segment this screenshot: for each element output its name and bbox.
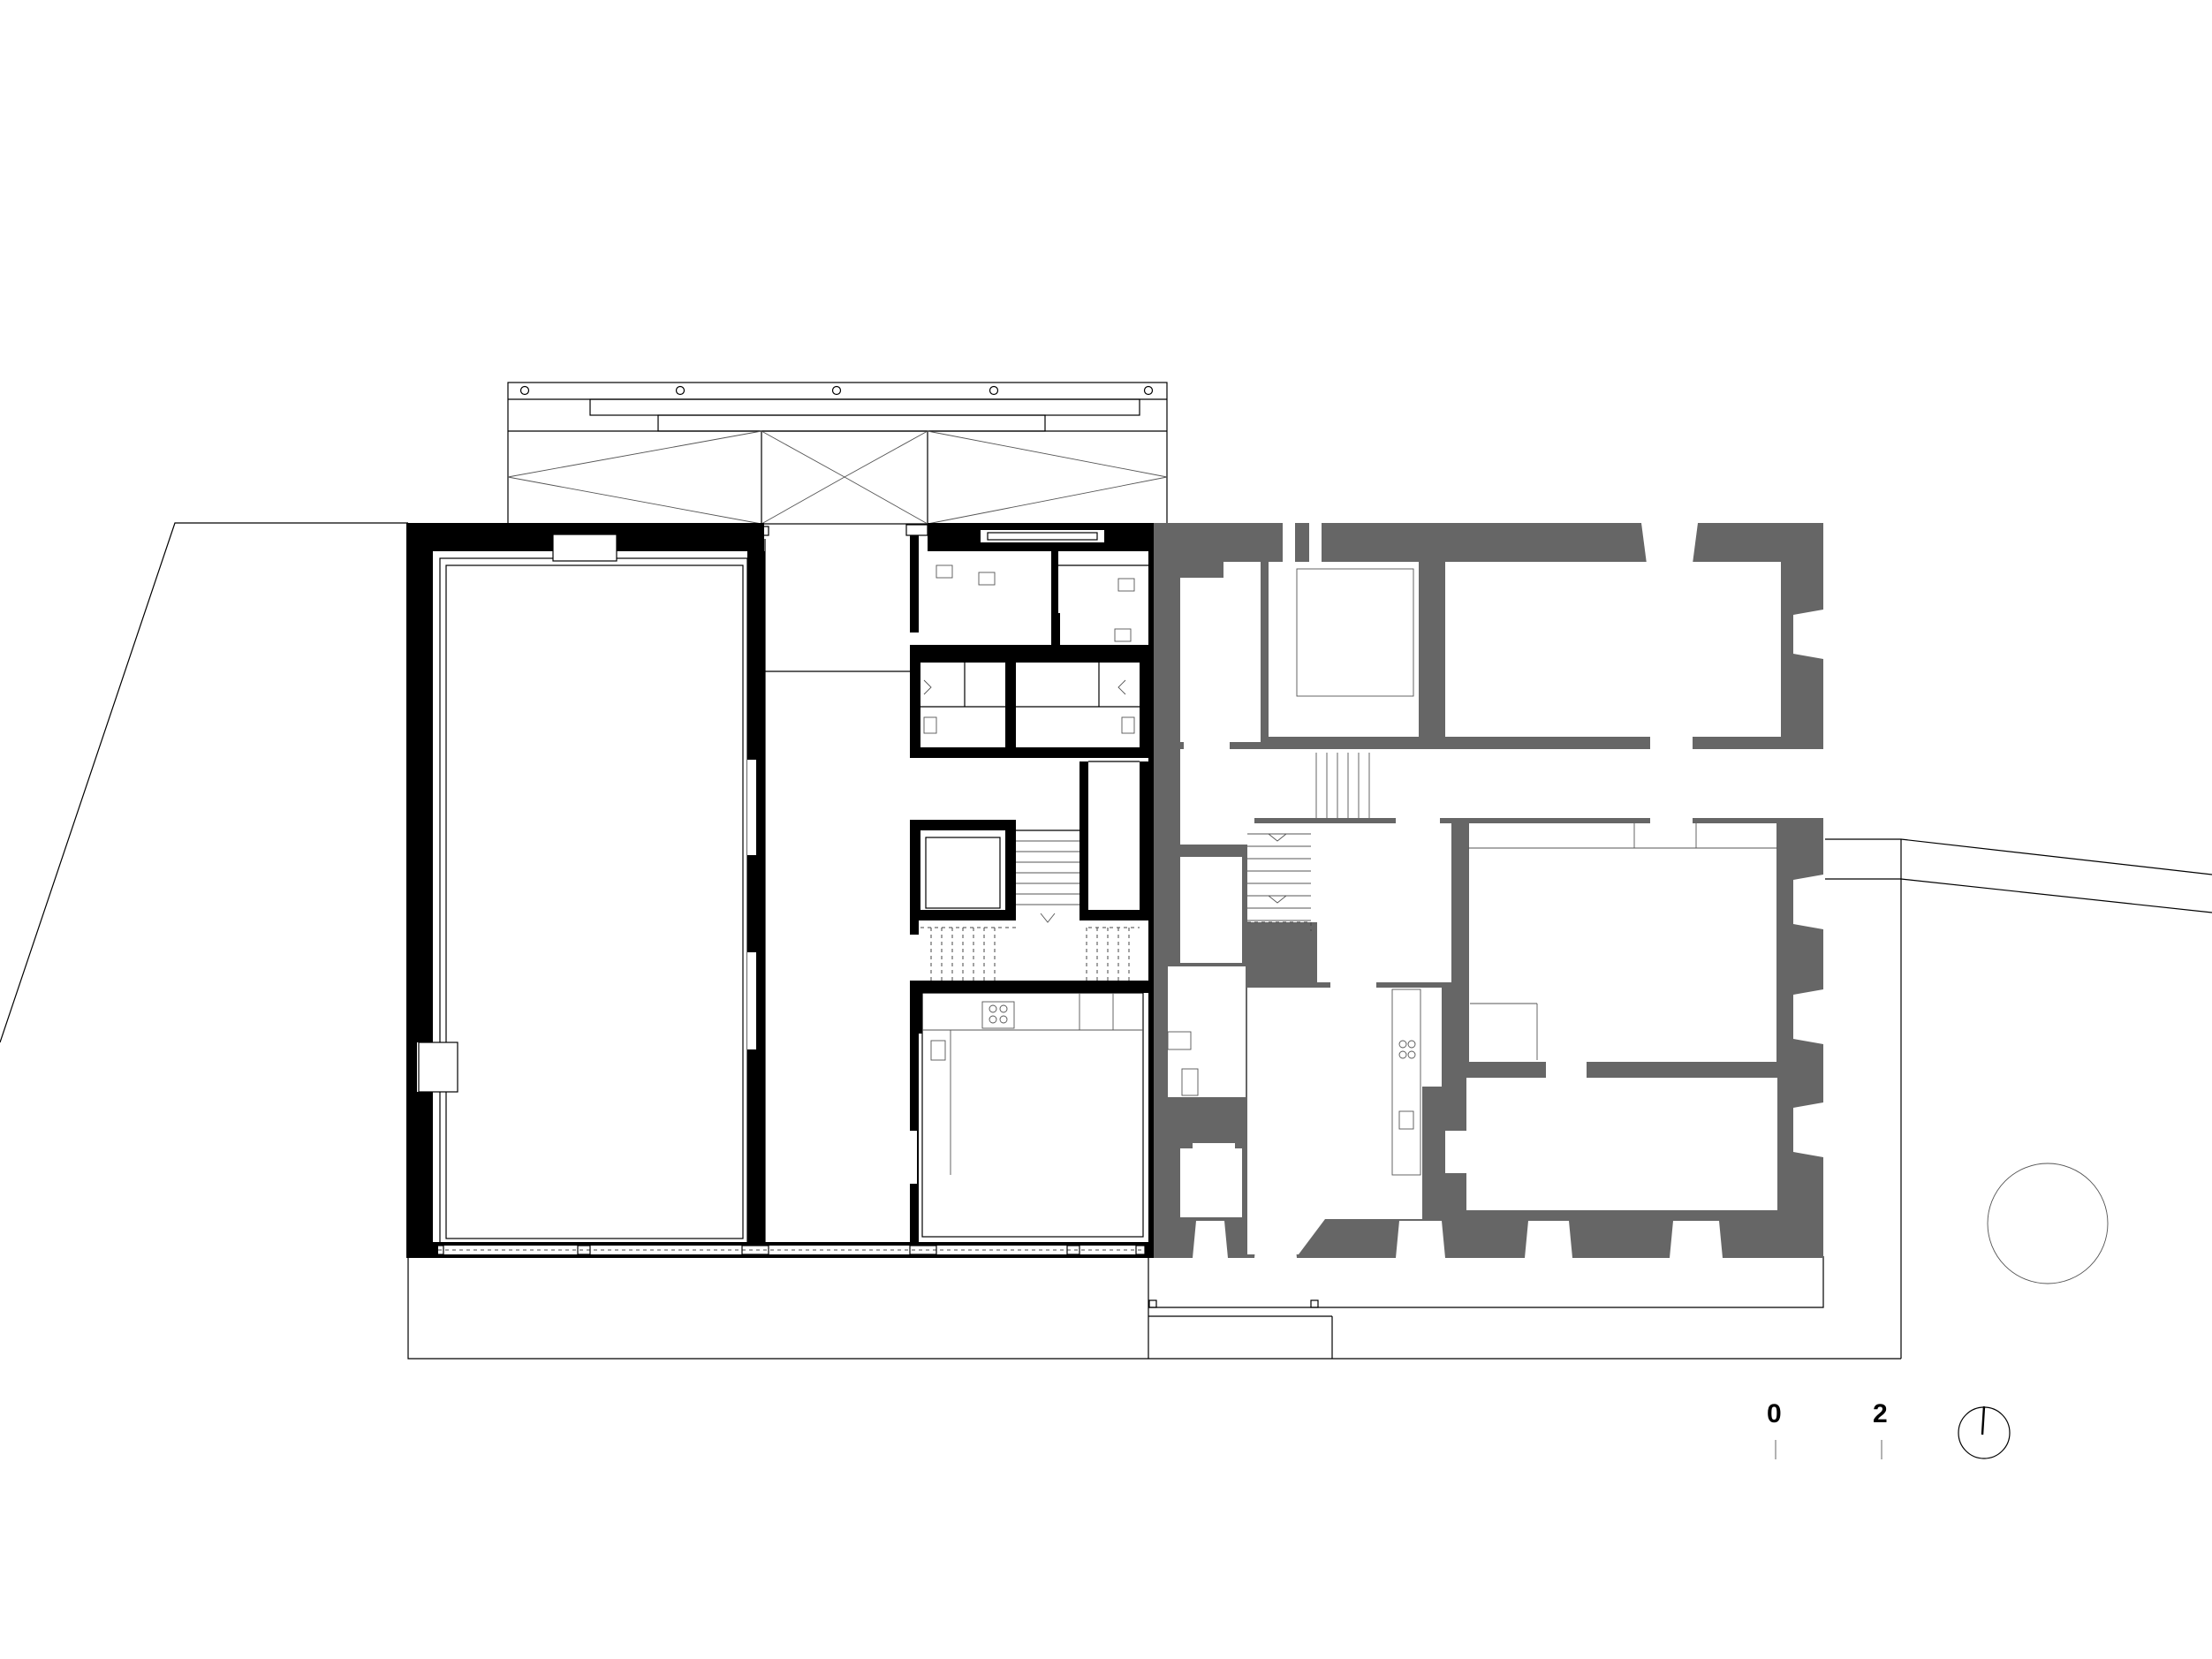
scale-bar [1775, 1440, 1882, 1459]
site-boundary [0, 522, 2212, 1360]
entrance-canopy [507, 382, 1168, 525]
tree [1987, 1163, 2109, 1284]
scale-bar-end-label: 2 [1873, 1399, 1888, 1428]
existing-stair [1247, 833, 1312, 931]
new-building [406, 523, 1154, 1258]
existing-building [1148, 523, 1823, 1258]
scale-bar-start-label: 0 [1767, 1399, 1782, 1428]
north-arrow-icon [1958, 1405, 2011, 1459]
